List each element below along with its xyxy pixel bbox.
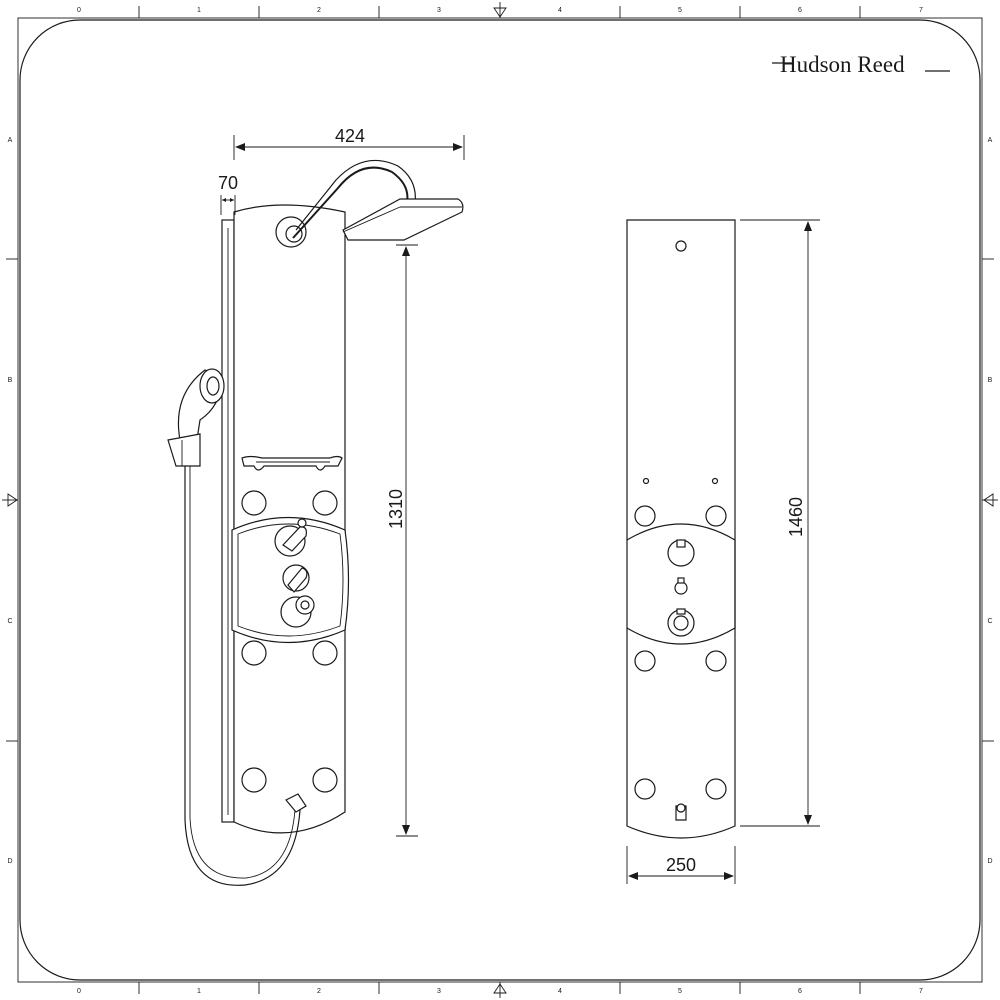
body-jet	[634, 778, 656, 800]
grid-label: D	[7, 858, 12, 865]
grid-label: 4	[558, 7, 562, 14]
dimension-side-height: 1310	[386, 244, 418, 837]
grid-label: 5	[678, 988, 682, 995]
shower-head	[342, 198, 464, 241]
column-ticks	[6, 6, 994, 994]
dimension-head-reach: 424	[233, 126, 465, 160]
grid-label: 0	[77, 988, 81, 995]
grid-label: B	[988, 377, 993, 384]
dimension-rail-depth: 70	[218, 173, 238, 215]
body-jet	[705, 778, 727, 800]
body-jet	[241, 490, 267, 516]
top-outlet-hole	[675, 240, 687, 252]
shelf-fixing	[711, 477, 719, 485]
body-jet	[705, 505, 727, 527]
grid-row-labels-right: A B C D	[987, 137, 992, 865]
dimension-label: 1310	[386, 489, 406, 529]
body-jet	[241, 767, 267, 793]
grid-label: C	[987, 618, 992, 625]
grid-label: 4	[558, 988, 562, 995]
dimension-label: 70	[218, 173, 238, 193]
hose	[184, 466, 301, 886]
control-plate-outline	[626, 523, 736, 645]
grid-label: 3	[437, 988, 441, 995]
side-view: 424 70 1310	[167, 126, 465, 886]
hand-shower-holder	[167, 433, 201, 467]
grid-label: A	[988, 137, 993, 144]
grid-label: 0	[77, 7, 81, 14]
grid-label: 2	[317, 988, 321, 995]
front-view: 1460 250	[626, 219, 820, 884]
soap-shelf	[241, 455, 343, 471]
grid-label: 3	[437, 7, 441, 14]
grid-label: C	[7, 618, 12, 625]
body-jet	[312, 640, 338, 666]
grid-label: A	[8, 137, 13, 144]
grid-label: 5	[678, 7, 682, 14]
dimension-label: 1460	[786, 497, 806, 537]
dimension-panel-width: 250	[626, 846, 736, 884]
hose-connector	[285, 793, 307, 813]
grid-label: 6	[798, 7, 802, 14]
grid-column-labels-bottom: 0 1 2 3 4 5 6 7	[77, 988, 923, 995]
shower-arm	[292, 166, 409, 239]
body-jet	[705, 650, 727, 672]
grid-label: D	[987, 858, 992, 865]
grid-column-labels-top: 0 1 2 3 4 5 6 7	[77, 7, 923, 14]
dimension-front-height: 1460	[740, 219, 820, 827]
grid-label: 7	[919, 7, 923, 14]
dimension-label: 250	[666, 855, 696, 875]
grid-label: 1	[197, 7, 201, 14]
grid-label: 7	[919, 988, 923, 995]
shelf-fixing	[642, 477, 650, 485]
body-jet	[312, 767, 338, 793]
panel-front	[626, 219, 736, 839]
body-jet	[634, 650, 656, 672]
grid-row-labels-left: A B C D	[7, 137, 12, 865]
body-jet	[634, 505, 656, 527]
grid-label: 1	[197, 988, 201, 995]
grid-label: B	[8, 377, 13, 384]
brand-name: Hudson Reed	[780, 52, 905, 77]
grid-label: 2	[317, 7, 321, 14]
brand-logo: Hudson Reed	[772, 52, 950, 77]
grid-label: 6	[798, 988, 802, 995]
body-jet	[241, 640, 267, 666]
flow-knob-front	[674, 581, 688, 595]
body-jet	[312, 490, 338, 516]
dimension-label: 424	[335, 126, 365, 146]
